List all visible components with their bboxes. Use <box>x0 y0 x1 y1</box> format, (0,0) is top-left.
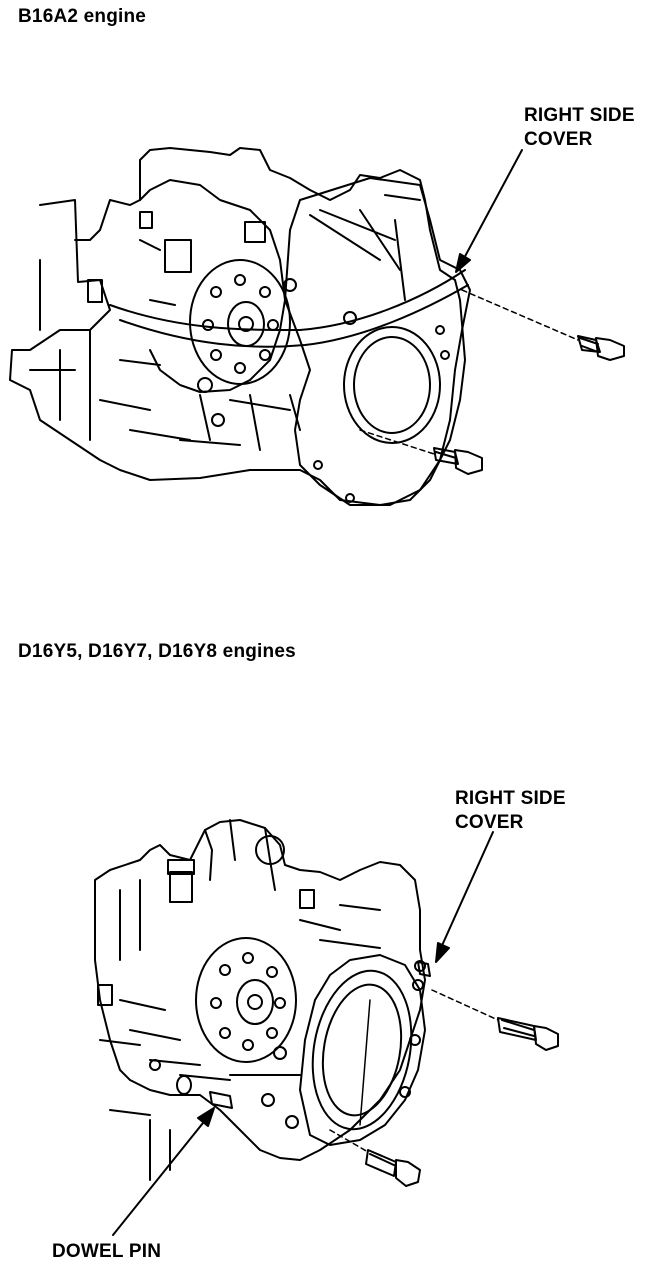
diagram-2-bolt-lower <box>365 1149 421 1187</box>
diagram-2-engine-illustration <box>94 819 559 1236</box>
diagram-1-callout-line-2: COVER <box>524 129 593 150</box>
diagram-1-callout-arrow <box>455 149 523 273</box>
diagram-1-bolt-lower <box>433 447 483 475</box>
diagram-1-callout-line-1: RIGHT SIDE <box>524 105 635 126</box>
diagram-2-cover-callout-arrow <box>435 831 494 963</box>
diagram-2-callout-line-1: RIGHT SIDE <box>455 788 566 809</box>
diagram-1-heading: B16A2 engine <box>18 6 147 27</box>
diagram-2-callout-right-side-cover: RIGHT SIDE COVER <box>455 787 566 835</box>
diagram-1-callout-right-side-cover: RIGHT SIDE COVER <box>524 104 635 152</box>
diagram-2-dowel-pin <box>176 1075 233 1109</box>
diagram-2-heading: D16Y5, D16Y7, D16Y8 engines <box>18 641 296 662</box>
diagram-2-dowel-callout-arrow <box>112 1107 215 1236</box>
diagram-1-bolt-upper <box>577 335 625 361</box>
diagram-2-bolt-upper <box>497 1017 559 1051</box>
diagram-2-callout-dowel-pin: DOWEL PIN <box>52 1241 162 1262</box>
diagram-2-callout-line-2: COVER <box>455 812 524 833</box>
diagram-1-engine-illustration <box>9 147 625 506</box>
